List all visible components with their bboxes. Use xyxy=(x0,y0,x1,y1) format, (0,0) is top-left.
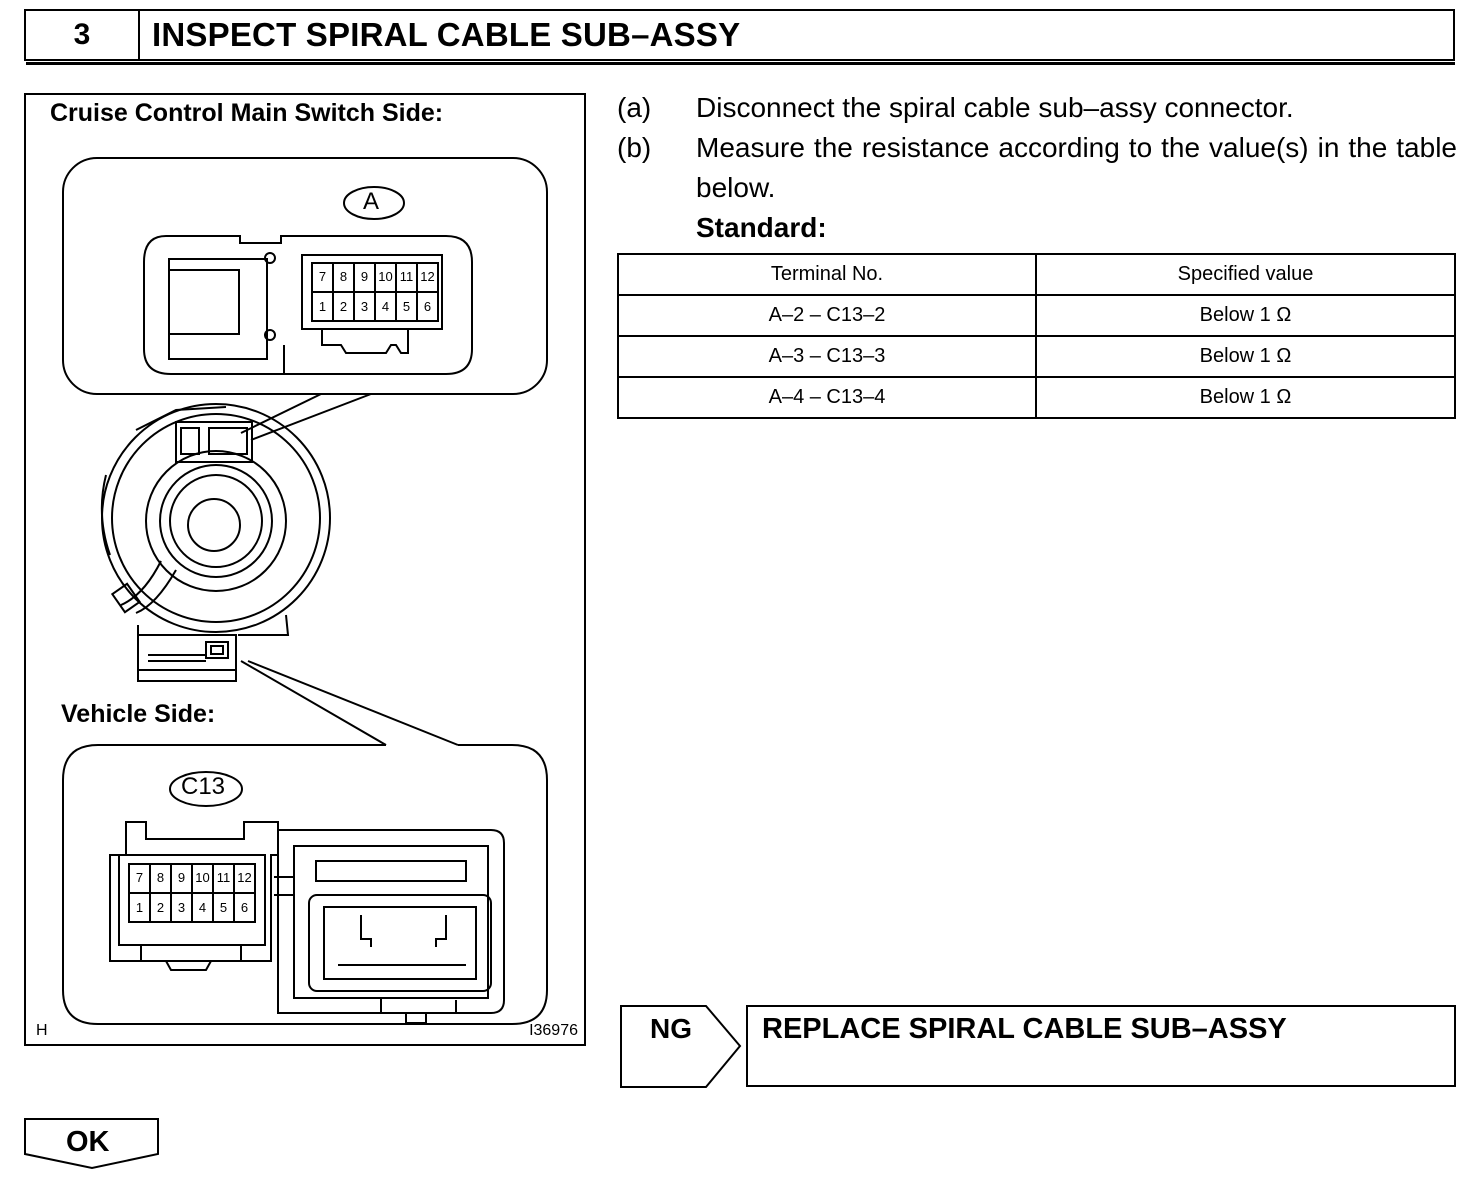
value-cell: Below 1 Ω xyxy=(1035,335,1456,378)
instruction-text: Disconnect the spiral cable sub–assy con… xyxy=(696,92,1294,123)
ng-arrow-shape xyxy=(620,1005,742,1088)
figure-top-label: Cruise Control Main Switch Side: xyxy=(50,99,444,127)
pin-label: 9 xyxy=(360,269,369,284)
connector-c13-pins-bottom: 1 2 3 4 5 6 xyxy=(129,900,255,915)
spiral-cable-body xyxy=(100,403,331,682)
figure-corner-mark: H xyxy=(36,1022,48,1039)
column-header: Specified value xyxy=(1035,253,1456,296)
connector-c13-label-oval xyxy=(169,771,243,807)
pin-label: 4 xyxy=(198,900,207,915)
connector-c13-pin-grid xyxy=(128,863,256,923)
instructions: (a) Disconnect the spiral cable sub–assy… xyxy=(617,88,1457,248)
terminal-cell: A–2 – C13–2 xyxy=(617,294,1037,337)
pin-label: 7 xyxy=(318,269,327,284)
ok-label: OK xyxy=(66,1126,110,1158)
terminal-cell: A–3 – C13–3 xyxy=(617,335,1037,378)
ng-label: NG xyxy=(650,1013,692,1044)
ng-action-text: REPLACE SPIRAL CABLE SUB–ASSY xyxy=(762,1013,1287,1045)
pin-label: 6 xyxy=(423,299,432,314)
ng-action-box: REPLACE SPIRAL CABLE SUB–ASSY xyxy=(746,1005,1456,1087)
value-cell: Below 1 Ω xyxy=(1035,294,1456,337)
spiral-cable-diagram xyxy=(62,157,548,1025)
pin-label: 1 xyxy=(135,900,144,915)
connector-a-label-oval xyxy=(343,186,405,220)
pin-label: 1 xyxy=(318,299,327,314)
pin-label: 5 xyxy=(219,900,228,915)
connector-a-pins-bottom: 1 2 3 4 5 6 xyxy=(312,299,438,314)
pin-label: 5 xyxy=(402,299,411,314)
pin-label: 4 xyxy=(381,299,390,314)
pin-label: 11 xyxy=(399,269,414,284)
standard-label: Standard: xyxy=(696,212,827,243)
callout-bottom xyxy=(62,744,548,1025)
column-header: Terminal No. xyxy=(617,253,1037,296)
instruction-key: (a) xyxy=(617,92,652,123)
pin-label: 12 xyxy=(237,870,252,885)
figure-id: I36976 xyxy=(529,1022,578,1039)
vehicle-side-label: Vehicle Side: xyxy=(61,700,216,728)
connector-c13-pins-top: 7 8 9 10 11 12 xyxy=(129,870,255,885)
connector-a-pin-grid xyxy=(311,262,439,322)
pin-label: 6 xyxy=(240,900,249,915)
pin-label: 12 xyxy=(420,269,435,284)
instruction-key: (b) xyxy=(617,132,652,163)
value-cell: Below 1 Ω xyxy=(1035,376,1456,419)
table-row: A–3 – C13–3 Below 1 Ω xyxy=(617,335,1456,378)
step-header: 3 INSPECT SPIRAL CABLE SUB–ASSY xyxy=(24,9,1455,65)
pin-label: 3 xyxy=(177,900,186,915)
connector-c13-face xyxy=(118,854,266,946)
pin-label: 3 xyxy=(360,299,369,314)
connector-c13-id: C13 xyxy=(181,773,226,800)
connector-a-id: A xyxy=(363,188,380,215)
table-row: A–2 – C13–2 Below 1 Ω xyxy=(617,294,1456,337)
pin-label: 11 xyxy=(216,870,231,885)
ok-arrow-shape xyxy=(24,1118,159,1170)
connector-a-pins-top: 7 8 9 10 11 12 xyxy=(312,269,438,284)
connector-a-face xyxy=(301,254,443,330)
pin-label: 2 xyxy=(339,299,348,314)
pin-label: 9 xyxy=(177,870,186,885)
pin-label: 2 xyxy=(156,900,165,915)
pin-label: 10 xyxy=(195,870,210,885)
resistance-spec-table: Terminal No. Specified value A–2 – C13–2… xyxy=(617,253,1456,419)
instruction-item: (a) Disconnect the spiral cable sub–assy… xyxy=(617,88,1457,128)
pin-label: 10 xyxy=(378,269,393,284)
pin-label: 7 xyxy=(135,870,144,885)
table-row: A–4 – C13–4 Below 1 Ω xyxy=(617,376,1456,419)
callout-top xyxy=(62,157,548,395)
terminal-cell: A–4 – C13–4 xyxy=(617,376,1037,419)
instruction-item: (b) Measure the resistance according to … xyxy=(617,128,1457,208)
pin-label: 8 xyxy=(339,269,348,284)
connector-illustration: Cruise Control Main Switch Side: A 7 8 9… xyxy=(24,93,586,1046)
step-number: 3 xyxy=(26,11,140,59)
step-title: INSPECT SPIRAL CABLE SUB–ASSY xyxy=(152,16,741,53)
instruction-text: Measure the resistance according to the … xyxy=(696,132,1457,203)
pin-label: 8 xyxy=(156,870,165,885)
table-header-row: Terminal No. Specified value xyxy=(617,253,1456,296)
